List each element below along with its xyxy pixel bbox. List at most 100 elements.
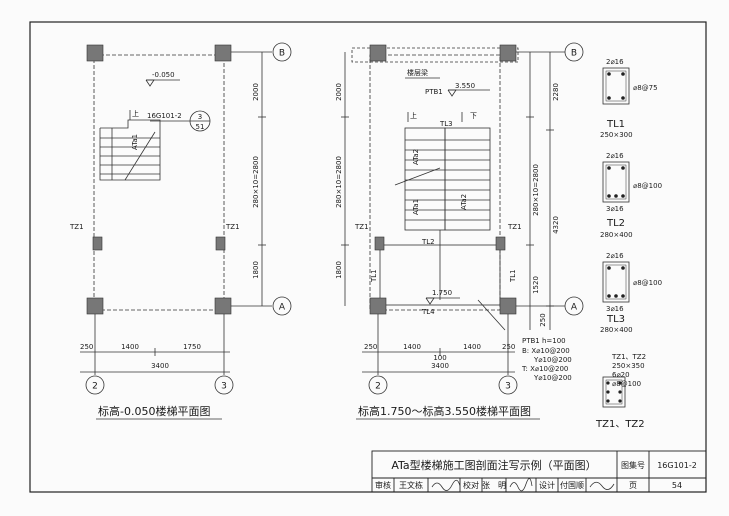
right-dim-v-outer-2: 4320 [552, 216, 560, 234]
left-up-label: 上 [132, 109, 139, 118]
right-dim-v-left-3: 1800 [335, 261, 343, 279]
left-callout-ref: 16G101-2 [147, 112, 182, 120]
right-axis-2: 2 [375, 382, 381, 392]
design-name: 付国顺 [560, 480, 584, 490]
left-columns [86, 44, 232, 315]
left-axis-2: 2 [92, 382, 98, 392]
beam-sections [602, 67, 630, 408]
right-dim-mid: 100 [433, 354, 446, 362]
right-flight-ata2-right: ATa2 [460, 194, 468, 210]
tl2-name: TL2 [606, 218, 625, 229]
tl1-size: 250×300 [600, 131, 633, 139]
right-axis-bubbles [368, 42, 584, 395]
tl2-stirrup: ⌀8@100 [633, 182, 662, 190]
right-dim-h-3: 1400 [463, 343, 481, 351]
ptb-spec-1: PTB1 h=100 [522, 337, 566, 345]
right-dim-h-1: 250 [364, 343, 377, 351]
right-up-label: 上 [410, 111, 417, 120]
ptb-spec-4: T: X⌀10@200 [521, 365, 568, 373]
left-column-tz1-right: TZ1 [225, 223, 240, 231]
atlas-label: 图集号 [621, 460, 645, 470]
right-flight-ata1: ATa1 [412, 199, 420, 215]
left-dim-v-2: 280×10=2800 [252, 156, 260, 208]
tz-spec-3: 6⌀20 [612, 371, 630, 379]
title-block [371, 450, 707, 493]
right-tl2-label: TL2 [421, 238, 435, 246]
right-tl1-right: TL1 [509, 269, 517, 283]
tl1-top-rebar: 2⌀16 [606, 58, 624, 66]
tl2-top-rebar: 2⌀16 [606, 152, 624, 160]
right-dim-v-outer-1: 2280 [552, 83, 560, 101]
left-callout-num: 3 [198, 113, 202, 121]
right-beam-label: 楼层梁 [407, 68, 428, 77]
tl3-stirrup: ⌀8@100 [633, 279, 662, 287]
right-dim-v-left-2: 280×10=2800 [335, 156, 343, 208]
tz-section-name: TZ1、TZ2 [595, 419, 645, 430]
left-dim-h-1: 250 [80, 343, 93, 351]
left-callout-page: 51 [196, 123, 205, 131]
tl1-name: TL1 [606, 119, 625, 130]
review-name: 王文栋 [399, 480, 423, 490]
tl2-size: 280×400 [600, 231, 633, 239]
right-columns [369, 44, 517, 315]
right-axis-3: 3 [505, 382, 511, 392]
right-dim-v-inner-1: 280×10=2800 [532, 164, 540, 216]
ptb-spec-5: Y⌀10@200 [533, 374, 572, 382]
tl2-bottom-rebar: 3⌀16 [606, 205, 624, 213]
right-dim-v-inner-2: 1520 [532, 276, 540, 294]
tz-spec-4: ⌀8@100 [612, 380, 641, 388]
design-label: 设计 [539, 480, 555, 490]
outer-frame [29, 21, 707, 493]
left-axis-b: B [279, 49, 285, 59]
tl3-size: 280×400 [600, 326, 633, 334]
left-elevation: -0.050 [152, 71, 175, 79]
right-caption: 标高1.750～标高3.550楼梯平面图 [358, 404, 531, 418]
tl3-top-rebar: 2⌀16 [606, 252, 624, 260]
tl1-stirrup: ⌀8@75 [633, 84, 658, 92]
check-name: 张 明 [482, 481, 506, 490]
left-caption: 标高-0.050楼梯平面图 [98, 404, 210, 418]
right-flight-ata2-left: ATa2 [412, 149, 420, 165]
left-axis-bubbles [85, 42, 292, 395]
check-label: 校对 [463, 480, 479, 490]
left-dim-h-3: 1750 [183, 343, 201, 351]
right-dim-v-left-1: 2000 [335, 83, 343, 101]
left-axis-a: A [279, 303, 286, 313]
right-elevation-top: 3.550 [455, 82, 475, 90]
ptb-spec-3: Y⌀10@200 [533, 356, 572, 364]
signatures [431, 478, 615, 492]
left-dim-v-1: 2000 [252, 83, 260, 101]
right-dim-total: 3400 [431, 362, 449, 370]
right-axis-b: B [571, 49, 577, 59]
left-dim-v-3: 1800 [252, 261, 260, 279]
right-column-tz1-right: TZ1 [507, 223, 522, 231]
tl3-bottom-rebar: 3⌀16 [606, 305, 624, 313]
left-column-tz1-left: TZ1 [69, 223, 84, 231]
rebar-dots [606, 72, 625, 403]
right-column-tz1-left: TZ1 [354, 223, 369, 231]
ptb-spec-2: B: X⌀10@200 [522, 347, 570, 355]
right-dim-v-outer-3: 250 [539, 313, 547, 326]
left-dim-h-2: 1400 [121, 343, 139, 351]
page-label: 页 [629, 481, 637, 490]
atlas-number: 16G101-2 [657, 461, 697, 470]
tz-spec-2: 250×350 [612, 362, 645, 370]
left-axis-3: 3 [221, 382, 227, 392]
right-tl4-label: TL4 [421, 308, 435, 316]
right-ptb-top: PTB1 [425, 88, 443, 96]
right-axis-a: A [571, 303, 578, 313]
right-dim-h-2: 1400 [403, 343, 421, 351]
page-number: 54 [672, 481, 682, 490]
right-tl1-left: TL1 [370, 269, 378, 283]
right-dim-h-4: 250 [502, 343, 515, 351]
right-down-label: 下 [470, 112, 477, 120]
left-dim-total: 3400 [151, 362, 169, 370]
right-tl3-label: TL3 [439, 120, 453, 128]
review-label: 审核 [375, 480, 391, 490]
left-flight-label: ATa1 [131, 134, 139, 150]
tl3-name: TL3 [606, 314, 625, 325]
left-stair-plan [80, 51, 272, 375]
right-elevation-mid: 1.750 [432, 289, 452, 297]
tz-spec-1: TZ1、TZ2 [611, 353, 646, 361]
